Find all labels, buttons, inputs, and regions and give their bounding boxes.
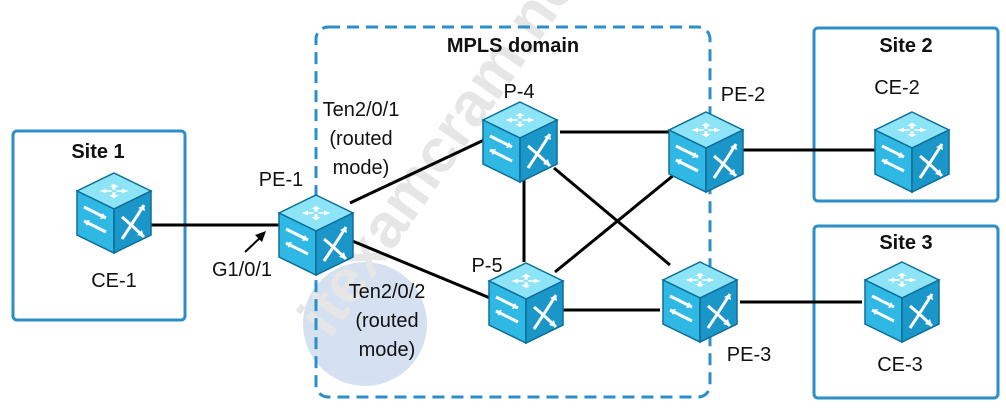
interface-label-g1: G1/0/1: [212, 259, 272, 281]
device-label-p4: P-4: [503, 81, 534, 103]
device-label-pe2: PE-2: [721, 84, 765, 106]
device-label-p5: P-5: [471, 255, 502, 277]
links-layer: [150, 130, 880, 312]
device-label-pe3: PE-3: [727, 344, 771, 366]
interface-label-ten2: Ten2/0/2: [349, 281, 426, 303]
device-pe1: [277, 193, 355, 277]
site-1-title: Site 1: [71, 141, 124, 163]
device-ce2: [873, 110, 951, 194]
device-ce3: [863, 260, 941, 344]
site-3-box: [812, 224, 1000, 400]
device-pe3: [661, 260, 739, 344]
site-2-box: [812, 26, 1000, 203]
mpls-domain-title: MPLS domain: [447, 35, 579, 57]
interface-label-ten2-mode2: mode): [359, 339, 416, 361]
interface-label-ten1-mode2: mode): [333, 157, 390, 179]
device-label-pe1: PE-1: [259, 169, 303, 191]
link-p4-pe3: [553, 166, 671, 267]
device-label-ce1: CE-1: [91, 270, 137, 292]
link-pe1-p5: [349, 238, 491, 300]
link-pe1-p4: [349, 138, 485, 205]
device-p4: [481, 100, 559, 184]
device-pe2: [667, 110, 745, 194]
interface-label-ten1-mode1: (routed: [329, 128, 392, 150]
site-2-title: Site 2: [879, 35, 932, 57]
interface-label-ten1: Ten2/0/1: [323, 99, 400, 121]
device-label-ce2: CE-2: [874, 77, 920, 99]
interface-label-ten2-mode1: (routed: [355, 310, 418, 332]
link-p5-pe2: [554, 168, 681, 274]
device-label-ce3: CE-3: [877, 354, 923, 376]
hp-logo: [303, 262, 427, 386]
site-3-title: Site 3: [879, 232, 932, 254]
interface-pointer-arrowhead: [255, 231, 266, 242]
device-ce1: [75, 171, 153, 255]
